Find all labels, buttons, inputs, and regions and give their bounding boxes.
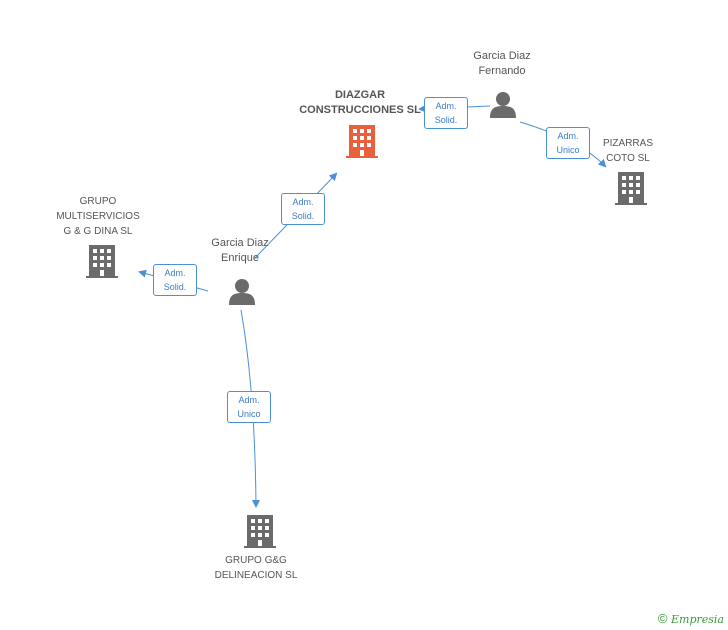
- delineacion-building-icon[interactable]: [244, 515, 276, 548]
- copyright-symbol: ©: [657, 611, 668, 626]
- edge-badge-fernando-pizarras[interactable]: Adm. Unico: [546, 127, 590, 159]
- edge-badge-fernando-diazgar[interactable]: Adm. Solid.: [424, 97, 468, 129]
- edge-badge-line1: Adm.: [292, 197, 314, 207]
- edge-badge-line2: Solid.: [163, 282, 187, 292]
- multiservicios-building-icon[interactable]: [86, 245, 118, 278]
- edge-badge-enrique-delineacion[interactable]: Adm. Unico: [227, 391, 271, 423]
- enrique-label-line2: Enrique: [221, 252, 259, 264]
- fernando-label-line2: Fernando: [478, 65, 526, 77]
- edge-badge-line2: Solid.: [434, 115, 458, 125]
- edge-badge-line1: Adm.: [557, 131, 579, 141]
- delineacion-label-line2: DELINEACION SL: [214, 570, 298, 581]
- multiservicios-label-line3: G & G DINA SL: [63, 226, 133, 237]
- fernando-person-icon[interactable]: [490, 92, 516, 118]
- multiservicios-label[interactable]: GRUPO MULTISERVICIOS G & G DINA SL: [48, 194, 148, 239]
- diazgar-label[interactable]: DIAZGAR CONSTRUCCIONES SL: [290, 88, 430, 118]
- edge-badge-line2: Unico: [237, 409, 261, 419]
- edge-badge-line2: Solid.: [291, 211, 315, 221]
- delineacion-label-line1: GRUPO G&G: [225, 555, 287, 566]
- diazgar-building-icon[interactable]: [346, 125, 378, 158]
- multiservicios-label-line2: MULTISERVICIOS: [56, 211, 140, 222]
- pizarras-label-line2: COTO SL: [606, 153, 650, 164]
- fernando-label-line1: Garcia Diaz: [473, 50, 531, 62]
- edge-badge-line1: Adm.: [435, 101, 457, 111]
- fernando-label[interactable]: Garcia Diaz Fernando: [452, 49, 552, 79]
- enrique-person-icon[interactable]: [229, 279, 255, 305]
- edge-badge-line1: Adm.: [238, 395, 260, 405]
- brand-name: Empresia: [671, 613, 724, 626]
- edge-badge-line1: Adm.: [164, 268, 186, 278]
- pizarras-label-line1: PIZARRAS: [602, 138, 653, 149]
- enrique-label-line1: Garcia Diaz: [211, 237, 269, 249]
- edge-badge-line2: Unico: [556, 145, 580, 155]
- empresia-watermark: © Empresia: [658, 611, 724, 626]
- delineacion-label[interactable]: GRUPO G&G DELINEACION SL: [200, 553, 312, 583]
- diazgar-label-line1: DIAZGAR: [334, 89, 386, 101]
- multiservicios-label-line1: GRUPO: [79, 196, 117, 207]
- pizarras-building-icon[interactable]: [615, 172, 647, 205]
- diazgar-label-line2: CONSTRUCCIONES SL: [299, 104, 421, 116]
- edge-badge-enrique-multiservicios[interactable]: Adm. Solid.: [153, 264, 197, 296]
- enrique-label[interactable]: Garcia Diaz Enrique: [190, 236, 290, 266]
- pizarras-label[interactable]: PIZARRAS COTO SL: [588, 136, 668, 166]
- edge-badge-enrique-diazgar[interactable]: Adm. Solid.: [281, 193, 325, 225]
